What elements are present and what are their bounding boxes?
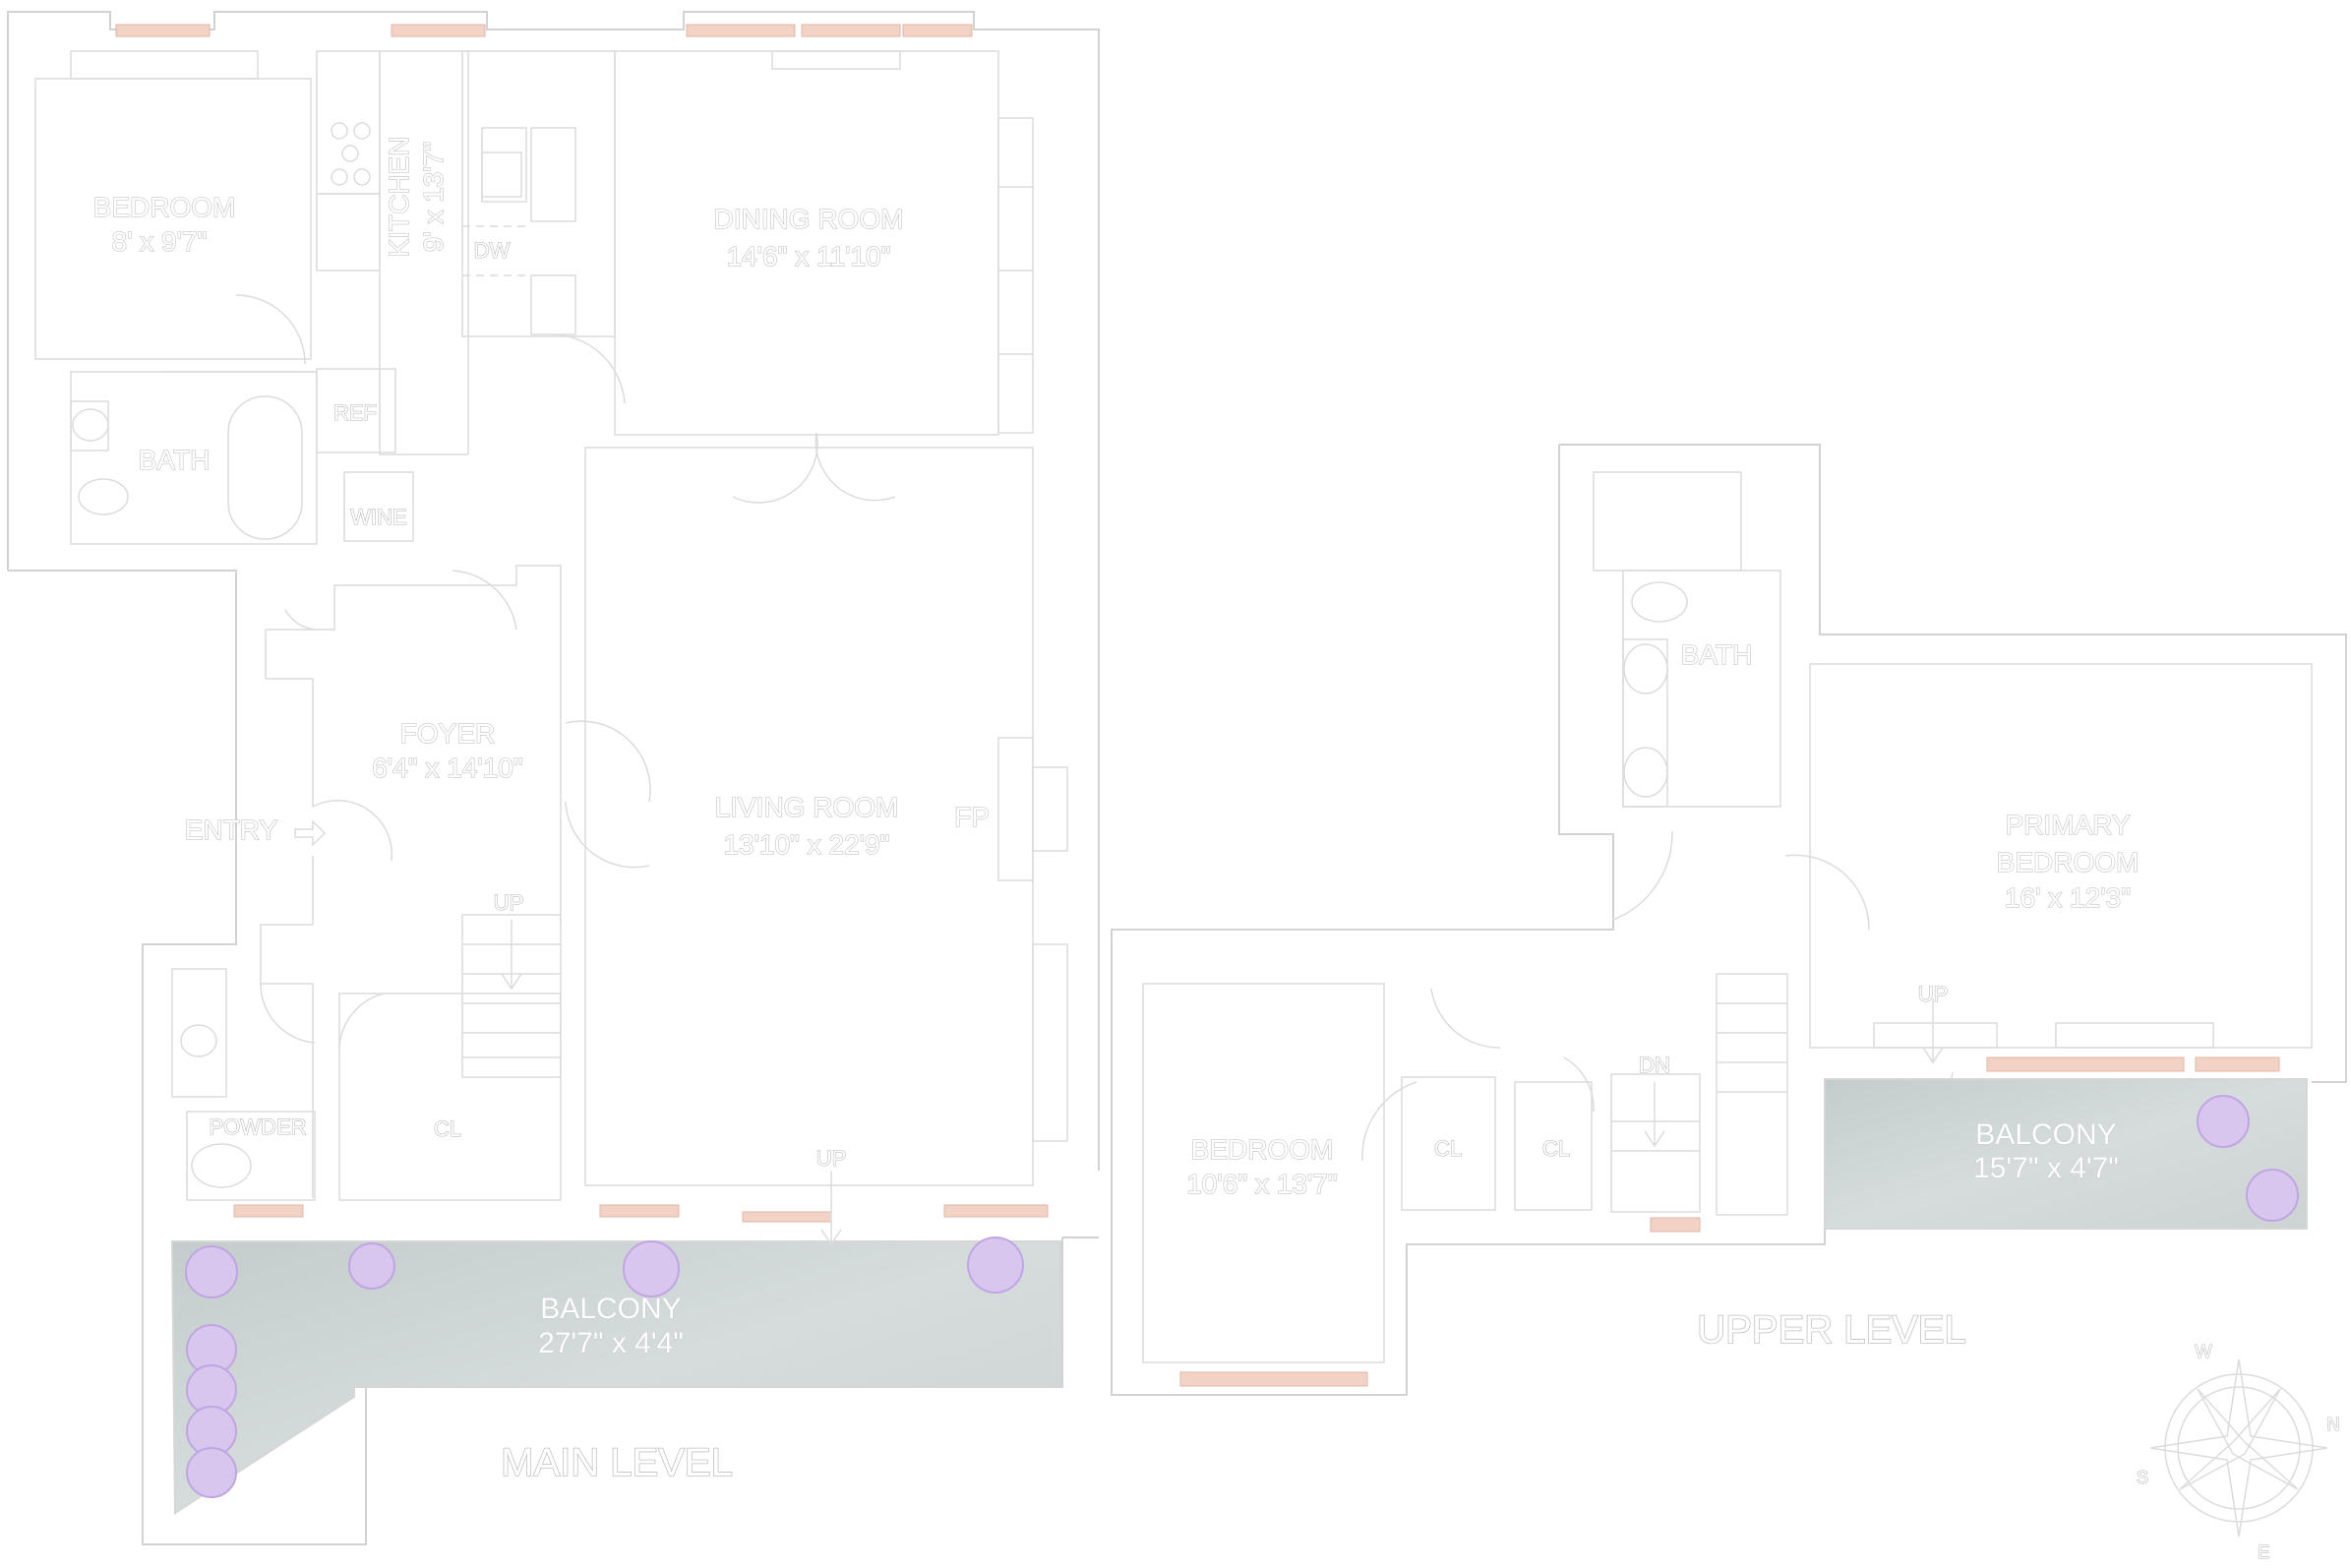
closet-b-label: CL bbox=[1542, 1136, 1570, 1161]
closet-main-label: CL bbox=[434, 1116, 461, 1141]
upper-balcony-dim: 15'7" x 4'7" bbox=[1973, 1152, 2119, 1184]
bedroom2-name: BEDROOM bbox=[1191, 1134, 1334, 1165]
foyer-dim: 6'4" x 14'10" bbox=[372, 753, 523, 783]
closet-a-label: CL bbox=[1434, 1136, 1462, 1161]
main-level-windows bbox=[115, 24, 1049, 1223]
kitchen-dim: 9' x 13'7" bbox=[418, 142, 449, 252]
main-level-labels: BEDROOM 8' x 9'7" KITCHEN 9' x 13'7" DIN… bbox=[92, 136, 991, 1485]
kitchen-name: KITCHEN bbox=[384, 137, 414, 258]
compass-e: E bbox=[2258, 1542, 2269, 1562]
compass-n: N bbox=[2327, 1415, 2340, 1434]
main-level-walls bbox=[7, 11, 1100, 1545]
compass-icon: W N S E bbox=[2136, 1341, 2340, 1562]
main-balcony-name: BALCONY bbox=[540, 1293, 681, 1325]
main-balcony-plants bbox=[185, 1236, 1024, 1498]
ref-label: REF bbox=[333, 400, 377, 425]
upper-balcony-name: BALCONY bbox=[1975, 1118, 2116, 1151]
main-balcony-dim: 27'7" x 4'4" bbox=[538, 1327, 684, 1359]
upper-level-title: UPPER LEVEL bbox=[1697, 1308, 1965, 1352]
foyer-name: FOYER bbox=[400, 718, 495, 749]
living-dim: 13'10" x 22'9" bbox=[723, 829, 889, 860]
primary-dim: 16' x 12'3" bbox=[2005, 882, 2131, 913]
up-upper-label: UP bbox=[1918, 982, 1949, 1006]
dw-label: DW bbox=[474, 238, 511, 263]
compass-s: S bbox=[2137, 1468, 2148, 1487]
fp-label: FP bbox=[954, 802, 990, 832]
powder-label: POWDER bbox=[210, 1115, 307, 1139]
main-balcony-area bbox=[170, 1240, 1061, 1515]
wine-label: WINE bbox=[350, 505, 406, 529]
upper-level-walls bbox=[1111, 444, 2347, 1396]
up-living-label: UP bbox=[816, 1146, 847, 1171]
dining-name: DINING ROOM bbox=[714, 204, 904, 234]
upper-balcony-plants bbox=[2197, 1095, 2299, 1222]
entry-arrow-icon bbox=[294, 819, 327, 847]
entry-label: ENTRY bbox=[185, 814, 278, 845]
primary-name-2: BEDROOM bbox=[1997, 847, 2140, 877]
compass-w: W bbox=[2196, 1342, 2212, 1361]
living-name: LIVING ROOM bbox=[715, 792, 899, 822]
up-main-label: UP bbox=[494, 890, 524, 915]
bedroom2-dim: 10'6" x 13'7" bbox=[1186, 1169, 1338, 1199]
dn-label: DN bbox=[1639, 1053, 1670, 1077]
bath2-name: BATH bbox=[1681, 639, 1753, 670]
primary-name-1: PRIMARY bbox=[2005, 810, 2130, 840]
bedroom1-dim: 8' x 9'7" bbox=[112, 226, 208, 257]
bath1-name: BATH bbox=[139, 445, 211, 475]
bedroom1-name: BEDROOM bbox=[93, 192, 236, 222]
main-level-title: MAIN LEVEL bbox=[501, 1441, 733, 1484]
upper-level-windows bbox=[1179, 1056, 2280, 1387]
upper-level-labels: BATH PRIMARY BEDROOM 16' x 12'3" UP BALC… bbox=[1186, 638, 2140, 1352]
dining-dim: 14'6" x 11'10" bbox=[726, 241, 890, 271]
